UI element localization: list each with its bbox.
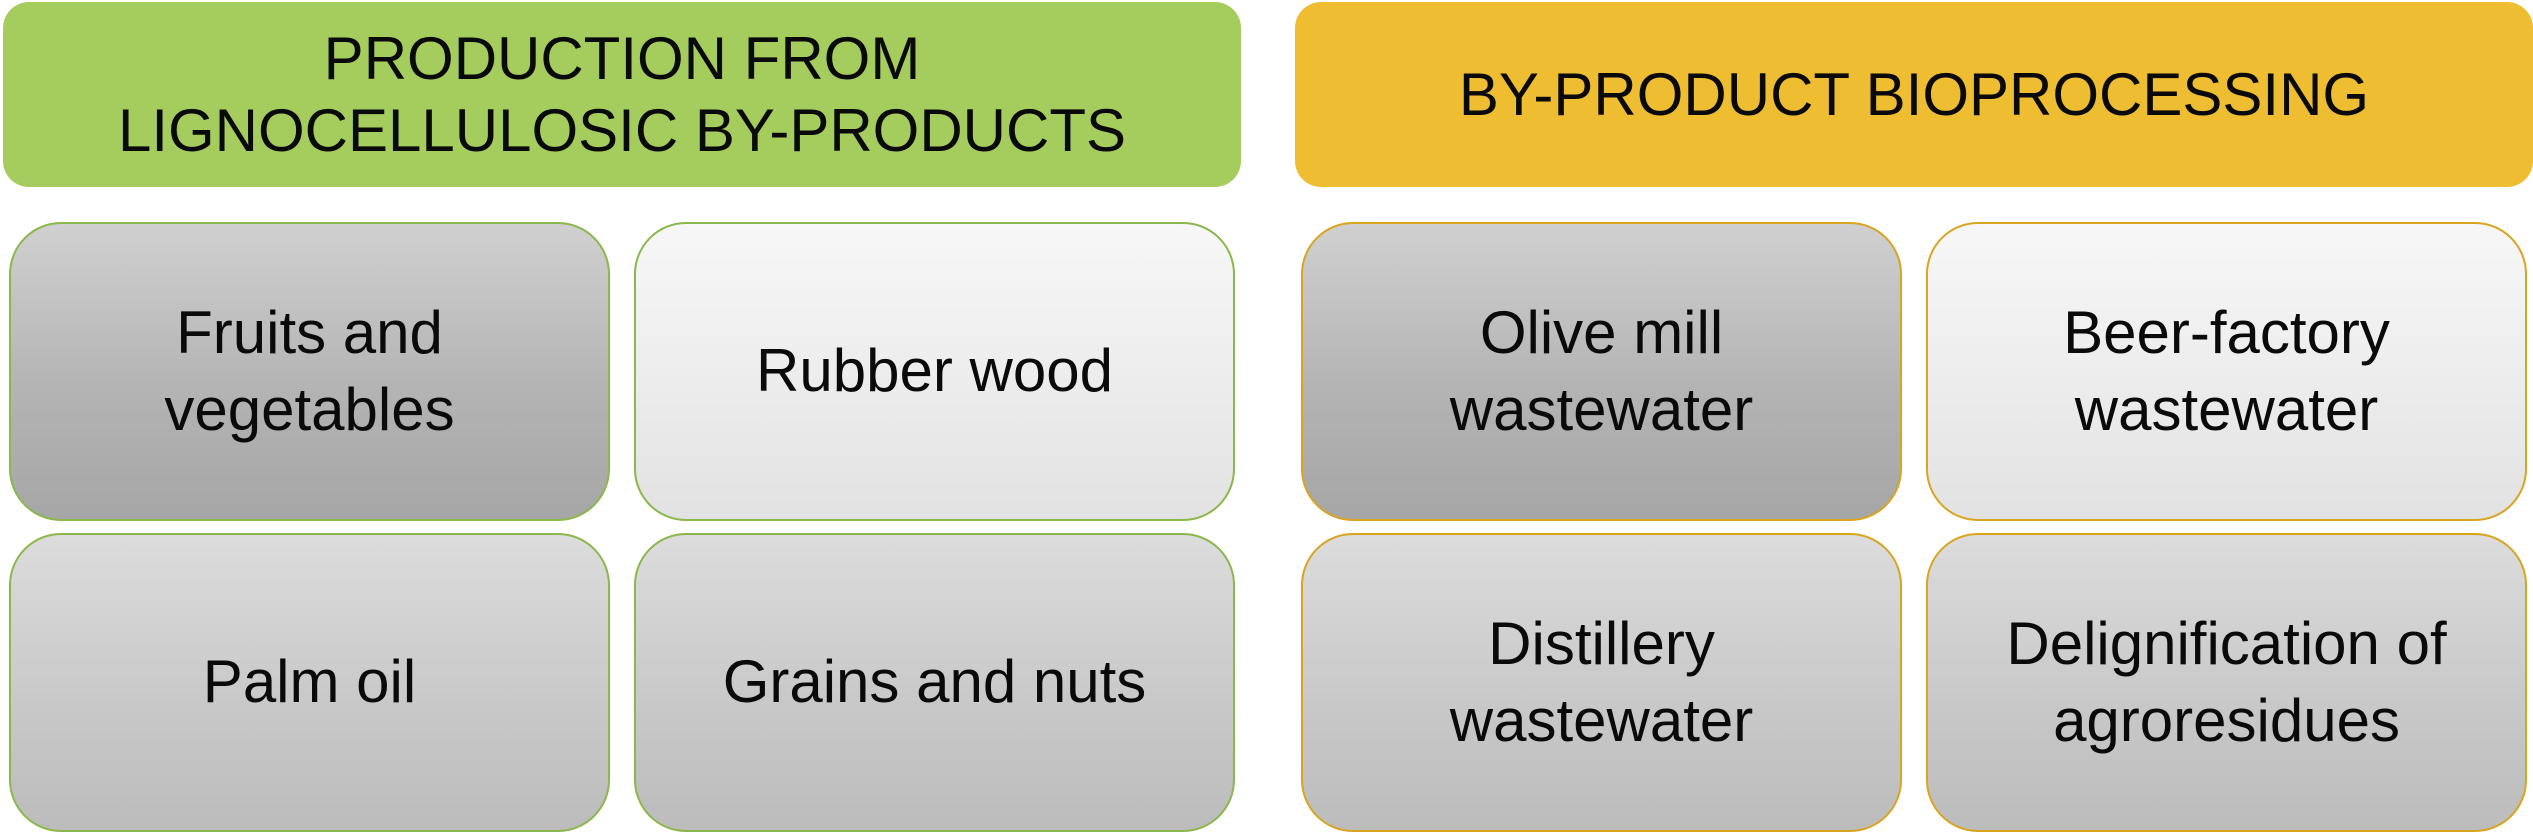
tile-beer-factory-wastewater-label: Beer-factory wastewater bbox=[2063, 298, 2390, 443]
tile-grains-nuts-label: Grains and nuts bbox=[722, 648, 1147, 716]
bioprocessing-panel: BY-PRODUCT BIOPROCESSING Olive mill wast… bbox=[1295, 0, 2533, 837]
tile-delignification-agroresidues-label: Delignification of agroresidues bbox=[2006, 609, 2447, 754]
tile-fruits-vegetables-label: Fruits and vegetables bbox=[164, 298, 455, 443]
tile-palm-oil: Palm oil bbox=[9, 533, 610, 832]
tile-olive-mill-wastewater-label: Olive mill wastewater bbox=[1449, 298, 1754, 443]
tile-olive-mill-wastewater: Olive mill wastewater bbox=[1301, 222, 1902, 521]
bioprocessing-header: BY-PRODUCT BIOPROCESSING bbox=[1295, 2, 2533, 187]
bioprocessing-header-text: BY-PRODUCT BIOPROCESSING bbox=[1458, 60, 2370, 128]
tile-delignification-agroresidues: Delignification of agroresidues bbox=[1926, 533, 2527, 832]
tile-palm-oil-label: Palm oil bbox=[202, 648, 417, 716]
tile-rubber-wood-label: Rubber wood bbox=[756, 337, 1113, 405]
tile-rubber-wood: Rubber wood bbox=[634, 222, 1235, 521]
tile-distillery-wastewater: Distillery wastewater bbox=[1301, 533, 1902, 832]
tile-beer-factory-wastewater: Beer-factory wastewater bbox=[1926, 222, 2527, 521]
lignocellulosic-header-text: PRODUCTION FROM LIGNOCELLULOSIC BY-PRODU… bbox=[117, 24, 1127, 164]
tile-distillery-wastewater-label: Distillery wastewater bbox=[1449, 609, 1754, 754]
lignocellulosic-panel: PRODUCTION FROM LIGNOCELLULOSIC BY-PRODU… bbox=[3, 0, 1241, 837]
tile-grains-nuts: Grains and nuts bbox=[634, 533, 1235, 832]
lignocellulosic-header: PRODUCTION FROM LIGNOCELLULOSIC BY-PRODU… bbox=[3, 2, 1241, 187]
tile-fruits-vegetables: Fruits and vegetables bbox=[9, 222, 610, 521]
